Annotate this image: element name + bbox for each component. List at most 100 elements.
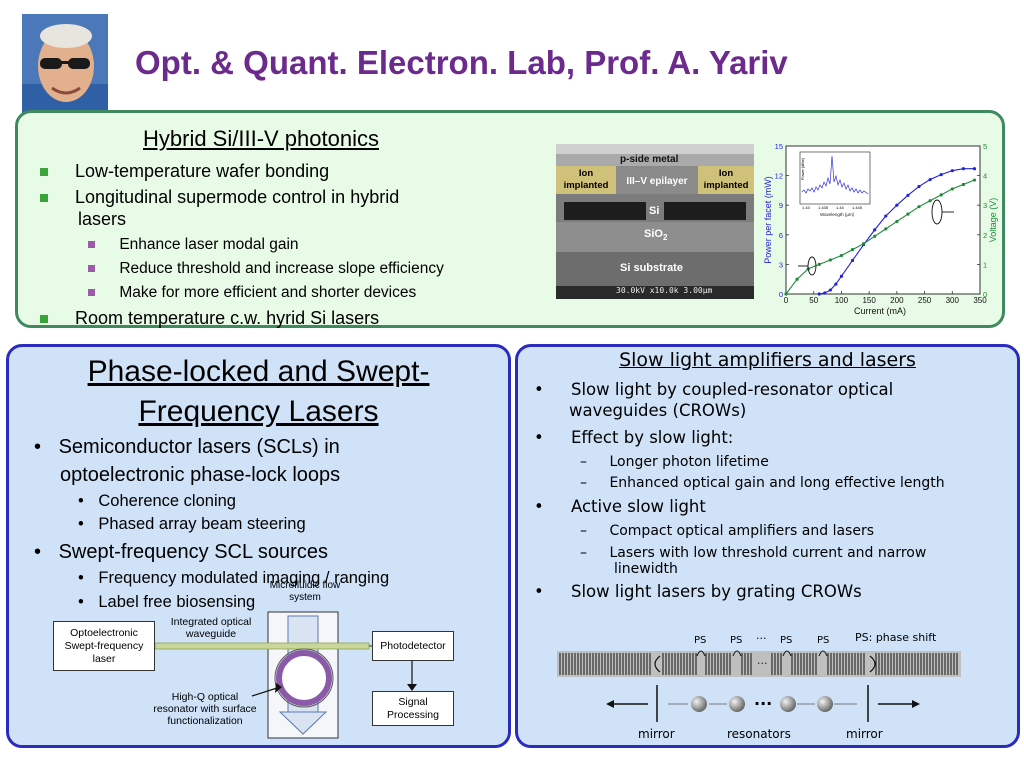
right-subbullet: – Compact optical amplifiers and lasers xyxy=(580,523,875,539)
x-axis-label: Current (mA) xyxy=(854,306,906,316)
y2-tick-label: 2 xyxy=(983,231,987,240)
x-tick-label: 300 xyxy=(946,296,960,305)
square-bullet-icon xyxy=(40,194,48,203)
photodetector-box: Photodetector xyxy=(372,631,454,661)
series-point-0 xyxy=(939,173,943,177)
bullet-dot: • xyxy=(34,436,42,458)
ps-label: PS xyxy=(817,635,830,646)
series-point-0 xyxy=(972,167,977,171)
mirror-label: mirror xyxy=(638,727,675,741)
series-point-0 xyxy=(828,288,832,292)
series-point-0 xyxy=(895,203,899,207)
ring-resonator-icon xyxy=(276,650,332,706)
series-point-0 xyxy=(839,274,844,278)
top-bullet: Low-temperature wafer bonding xyxy=(40,161,329,182)
inset-ylabel: Power (dBm) xyxy=(801,157,805,180)
page-title: Opt. & Quant. Electron. Lab, Prof. A. Ya… xyxy=(135,44,788,81)
right-bullet: • Slow light lasers by grating CROWs xyxy=(534,582,862,601)
phase-locked-panel xyxy=(6,344,511,748)
series-point-0 xyxy=(961,167,965,171)
reflection-arrow-icon xyxy=(869,655,876,673)
y-axis-label: Power per facet (mW) xyxy=(763,176,773,264)
y-tick-label: 0 xyxy=(779,290,783,299)
left-subbullet: • Label free biosensing xyxy=(78,593,256,611)
x-tick-label: 150 xyxy=(862,296,876,305)
series-point-1 xyxy=(950,187,954,191)
inset-x-tick: 1.435 xyxy=(818,205,829,210)
x-tick-label: 0 xyxy=(784,296,789,305)
top-bullet: Room temperature c.w. hyrid Si lasers xyxy=(40,308,379,329)
phase-shift-marker xyxy=(782,650,792,657)
series-point-0 xyxy=(823,291,827,295)
series-point-1 xyxy=(917,205,921,209)
series-point-0 xyxy=(917,184,921,189)
x-tick-label: 350 xyxy=(973,296,987,305)
series-point-1 xyxy=(884,227,888,231)
left-subbullet: • Frequency modulated imaging / ranging xyxy=(78,569,390,587)
phase-shift-marker xyxy=(732,650,742,657)
resonator-ellipsis: ··· xyxy=(754,694,773,713)
series-point-1 xyxy=(862,242,866,246)
mirror-label: mirror xyxy=(846,727,883,741)
right-subbullet: – Longer photon lifetime xyxy=(580,454,769,470)
right-bullet: • Effect by slow light: xyxy=(534,428,734,447)
phase-shift-marker xyxy=(696,650,706,657)
left-subbullet: • Coherence cloning xyxy=(78,492,236,510)
left-subbullet: • Phased array beam steering xyxy=(78,515,306,533)
top-bullet-continuation: lasers xyxy=(78,209,127,229)
y2-tick-label: 0 xyxy=(983,290,987,299)
right-subbullet: – Enhanced optical gain and long effecti… xyxy=(580,475,945,491)
series-point-0 xyxy=(928,177,932,182)
resonator-sphere xyxy=(780,696,796,712)
series-point-0 xyxy=(884,214,888,218)
left-bullet: • Swept-frequency SCL sources xyxy=(34,541,328,563)
square-bullet-icon xyxy=(40,168,48,177)
series-point-1 xyxy=(850,248,855,252)
series-point-1 xyxy=(817,262,821,266)
series-point-0 xyxy=(950,169,954,173)
top-heading: Hybrid Si/III-V photonics xyxy=(143,126,379,151)
resonators-label: resonators xyxy=(727,727,791,741)
top-subbullet: Make for more efficient and shorter devi… xyxy=(88,284,416,302)
left-bullet: • Semiconductor lasers (SCLs) in xyxy=(34,436,340,458)
inset-xlabel: Wavelength (µm) xyxy=(820,212,855,217)
y-tick-label: 9 xyxy=(779,201,783,210)
series-point-1 xyxy=(895,219,899,224)
ps-legend: PS: phase shift xyxy=(855,631,937,644)
y2-tick-label: 1 xyxy=(983,260,987,269)
y2-tick-label: 4 xyxy=(983,172,987,181)
y2-tick-label: 5 xyxy=(983,142,987,151)
inset-spectrum-line xyxy=(801,155,869,195)
series-point-1 xyxy=(928,199,932,203)
y-tick-label: 12 xyxy=(775,172,783,181)
grating-teeth xyxy=(559,653,958,675)
phase-shift-marker xyxy=(818,650,828,657)
x-tick-label: 250 xyxy=(918,296,932,305)
square-bullet-icon xyxy=(40,315,48,324)
series-point-0 xyxy=(873,228,877,232)
right-subbullet: – Lasers with low threshold current and … xyxy=(580,545,927,561)
flow-arrow-icon xyxy=(278,711,328,735)
ps-ellipsis: ··· xyxy=(756,632,767,645)
series-point-1 xyxy=(839,253,844,258)
series-point-1 xyxy=(873,234,877,238)
x-tick-label: 200 xyxy=(890,296,904,305)
reflection-arrow-icon xyxy=(654,655,661,673)
y2-tick-label: 3 xyxy=(983,201,987,210)
right-bullet-continuation: waveguides (CROWs) xyxy=(569,401,747,420)
series-point-1 xyxy=(961,182,965,187)
inset-x-tick: 1.445 xyxy=(852,205,863,210)
ps-label: PS xyxy=(694,635,707,646)
square-subbullet-icon xyxy=(88,265,95,273)
y-tick-label: 15 xyxy=(775,142,783,151)
series-point-1 xyxy=(828,258,832,262)
